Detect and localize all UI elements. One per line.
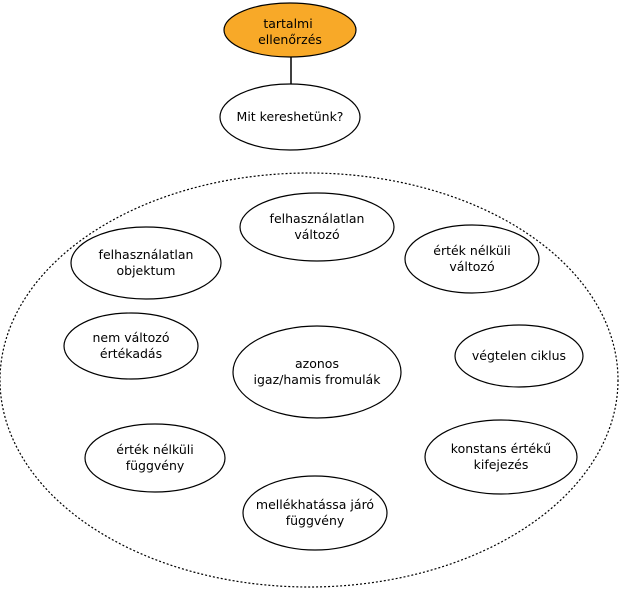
item-node-line: végtelen ciklus (472, 348, 566, 363)
item-node-line: változó (294, 227, 339, 242)
item-node-line: felhasználatlan (99, 247, 194, 262)
item-node-vegtelen-ciklus: végtelen ciklus (454, 324, 584, 388)
item-node-line: objektum (117, 263, 176, 278)
item-node-shape (424, 419, 578, 495)
root-node-line-2: ellenőrzés (258, 32, 322, 47)
item-node-line: azonos (295, 356, 339, 371)
item-node-line: felhasználatlan (270, 211, 365, 226)
item-node-line: kifejezés (474, 457, 529, 472)
item-node-label: végtelen ciklus (472, 348, 566, 363)
item-node-line: értékadás (100, 346, 162, 361)
item-node-shape (242, 475, 388, 551)
item-node-shape (70, 226, 222, 300)
item-node-line: igaz/hamis fromulák (254, 372, 382, 387)
item-node-shape (63, 312, 199, 380)
root-node-shape (223, 2, 357, 58)
root-node-line-1: tartalmi (263, 16, 312, 31)
item-node-shape (454, 324, 584, 388)
root-node: tartalmi ellenőrzés (223, 2, 357, 58)
question-node: Mit kereshetünk? (219, 83, 361, 151)
items-container (0, 172, 619, 588)
root-node-label: tartalmi ellenőrzés (258, 16, 322, 47)
item-node-line: változó (449, 259, 494, 274)
item-node-line: mellékhatássa járó (256, 497, 374, 512)
question-node-line-1: Mit kereshetünk? (237, 109, 344, 124)
question-node-shape (219, 83, 361, 151)
item-node-line: érték nélküli (433, 243, 510, 258)
item-node-shape (84, 423, 226, 493)
item-node-shape (239, 192, 395, 262)
question-node-label: Mit kereshetünk? (237, 109, 344, 124)
item-node-line: függvény (286, 513, 345, 528)
item-node-line: konstans értékű (451, 441, 551, 456)
item-node-shape (404, 224, 540, 294)
item-node-line: érték nélküli (116, 442, 193, 457)
item-node-line: függvény (126, 458, 185, 473)
item-node-shape (232, 325, 402, 419)
item-node-line: nem változó (92, 330, 169, 345)
